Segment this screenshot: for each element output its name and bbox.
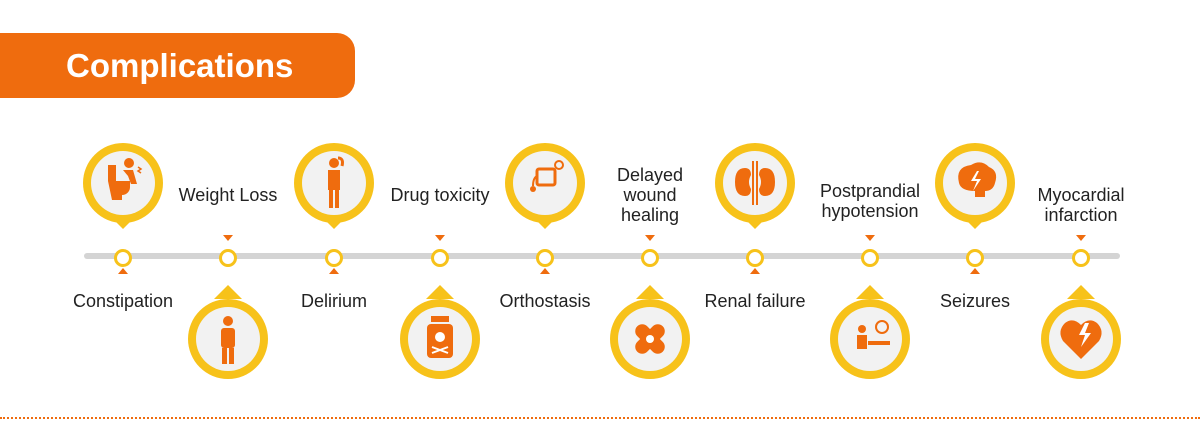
kidneys-icon: [735, 161, 775, 205]
icon-pin: [610, 283, 690, 379]
icon-pin: [83, 143, 163, 239]
timeline-node: [536, 249, 554, 267]
pointer-marker: [118, 268, 128, 274]
complication-label: Orthostasis: [499, 291, 591, 311]
page-title: Complications: [66, 47, 294, 84]
pointer-marker: [970, 268, 980, 274]
icon-pin: [400, 283, 480, 379]
confused-person-icon: [328, 156, 344, 208]
dotted-divider: [0, 417, 1200, 419]
pointer-marker: [1076, 235, 1086, 241]
timeline-node: [746, 249, 764, 267]
timeline-node: [966, 249, 984, 267]
complication-label: Postprandial hypotension: [819, 181, 921, 221]
pointer-marker: [645, 235, 655, 241]
pointer-marker: [750, 268, 760, 274]
icon-pin: [830, 283, 910, 379]
timeline-node: [861, 249, 879, 267]
brain-lightning-icon: [958, 162, 997, 197]
icon-pin: [505, 143, 585, 239]
weight-loss-person-icon: [221, 316, 235, 364]
icon-pin: [1041, 283, 1121, 379]
icon-pin: [715, 143, 795, 239]
pointer-marker: [435, 235, 445, 241]
timeline-node: [1072, 249, 1090, 267]
complication-label: Seizures: [939, 291, 1011, 311]
complication-label: Myocardial infarction: [1037, 185, 1125, 225]
doctor-desk-icon: [857, 320, 890, 349]
complication-label: Delirium: [300, 291, 367, 311]
pointer-marker: [865, 235, 875, 241]
blood-pressure-monitor-icon: [530, 160, 564, 192]
pointer-marker: [540, 268, 550, 274]
header-banner: Complications: [0, 33, 355, 98]
poison-bottle-icon: [427, 316, 453, 358]
pointer-marker: [223, 235, 233, 241]
complication-label: Constipation: [72, 291, 174, 311]
complication-label: Drug toxicity: [390, 185, 490, 205]
toilet-icon: [108, 158, 143, 200]
pointer-marker: [329, 268, 339, 274]
icon-pin: [188, 283, 268, 379]
timeline-node: [219, 249, 237, 267]
timeline-node: [641, 249, 659, 267]
timeline-line: [84, 253, 1120, 259]
timeline-node: [325, 249, 343, 267]
heart-attack-icon: [1060, 320, 1102, 359]
complication-label: Delayed wound healing: [616, 165, 684, 225]
icon-pin: [294, 143, 374, 239]
timeline-node: [431, 249, 449, 267]
complication-label: Weight Loss: [178, 185, 278, 205]
bandage-icon: [635, 324, 665, 354]
timeline-node: [114, 249, 132, 267]
icon-pin: [935, 143, 1015, 239]
complication-label: Renal failure: [704, 291, 806, 311]
